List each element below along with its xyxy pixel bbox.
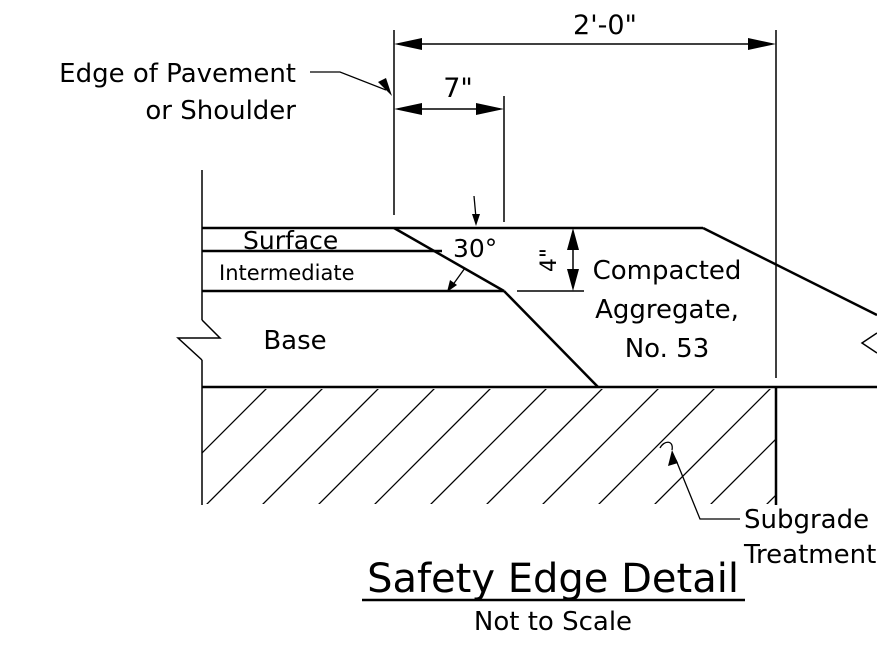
taper-width-label: 7" bbox=[443, 73, 473, 104]
subgrade-label-line1: Subgrade bbox=[744, 505, 869, 535]
hatch-line bbox=[766, 494, 776, 504]
subgrade-label-line2: Treatment bbox=[743, 540, 876, 570]
hatch-line bbox=[318, 389, 435, 504]
depth-label: 4" bbox=[537, 248, 562, 272]
break-symbol bbox=[176, 319, 222, 361]
subgrade-mark bbox=[659, 441, 673, 451]
subgrade-arrowhead bbox=[668, 450, 678, 466]
hatch-line bbox=[710, 438, 776, 504]
intermediate-label: Intermediate bbox=[219, 261, 355, 285]
edge-leader-line bbox=[310, 71, 387, 91]
arrowhead-down bbox=[472, 214, 480, 226]
hatch-line bbox=[202, 389, 267, 454]
aggregate-slope-line bbox=[702, 226, 877, 317]
subgrade-leader-line bbox=[675, 459, 740, 520]
aggregate-label-line3: No. 53 bbox=[625, 334, 710, 364]
subgrade-hatch bbox=[202, 387, 877, 505]
edge-label-line1: Edge of Pavement bbox=[59, 59, 296, 89]
leaders bbox=[310, 71, 740, 520]
hatch-line bbox=[262, 389, 379, 504]
arrowhead-right bbox=[748, 38, 776, 50]
hatch-line bbox=[486, 389, 603, 504]
arrowhead-left bbox=[394, 38, 422, 50]
labels: 2'-0" 7" Edge of Pavement or Shoulder Su… bbox=[59, 10, 876, 637]
right-break-symbol bbox=[860, 332, 877, 354]
angle-indicator bbox=[447, 195, 480, 292]
edge-arrowhead bbox=[378, 78, 392, 96]
edge-label-line2: or Shoulder bbox=[145, 96, 296, 126]
hatch-line bbox=[822, 387, 877, 505]
arrowhead-left bbox=[394, 103, 422, 115]
arrowhead-down bbox=[567, 269, 579, 291]
hatch-line bbox=[206, 389, 323, 504]
base-label: Base bbox=[263, 326, 326, 356]
detail-title: Safety Edge Detail bbox=[367, 556, 739, 602]
base-slope-line bbox=[503, 290, 599, 388]
arrowhead-down bbox=[447, 280, 457, 292]
arrowhead-up bbox=[567, 228, 579, 250]
angle-label: 30° bbox=[453, 234, 497, 263]
hatch-line bbox=[374, 389, 491, 504]
surface-label: Surface bbox=[243, 226, 338, 255]
dimension-lines bbox=[393, 30, 778, 505]
hatch-line bbox=[430, 389, 547, 504]
aggregate-wedge bbox=[394, 226, 877, 354]
hatch-line bbox=[654, 389, 771, 504]
hatch-line bbox=[598, 389, 715, 504]
pavement-taper-line bbox=[393, 226, 505, 293]
aggregate-label-line1: Compacted bbox=[593, 256, 742, 286]
overall-width-label: 2'-0" bbox=[573, 10, 637, 41]
pavement-layers bbox=[176, 170, 877, 505]
hatch-line bbox=[542, 389, 659, 504]
aggregate-label-line2: Aggregate, bbox=[595, 295, 739, 325]
detail-subtitle: Not to Scale bbox=[474, 607, 632, 637]
arrowhead-right bbox=[476, 103, 504, 115]
